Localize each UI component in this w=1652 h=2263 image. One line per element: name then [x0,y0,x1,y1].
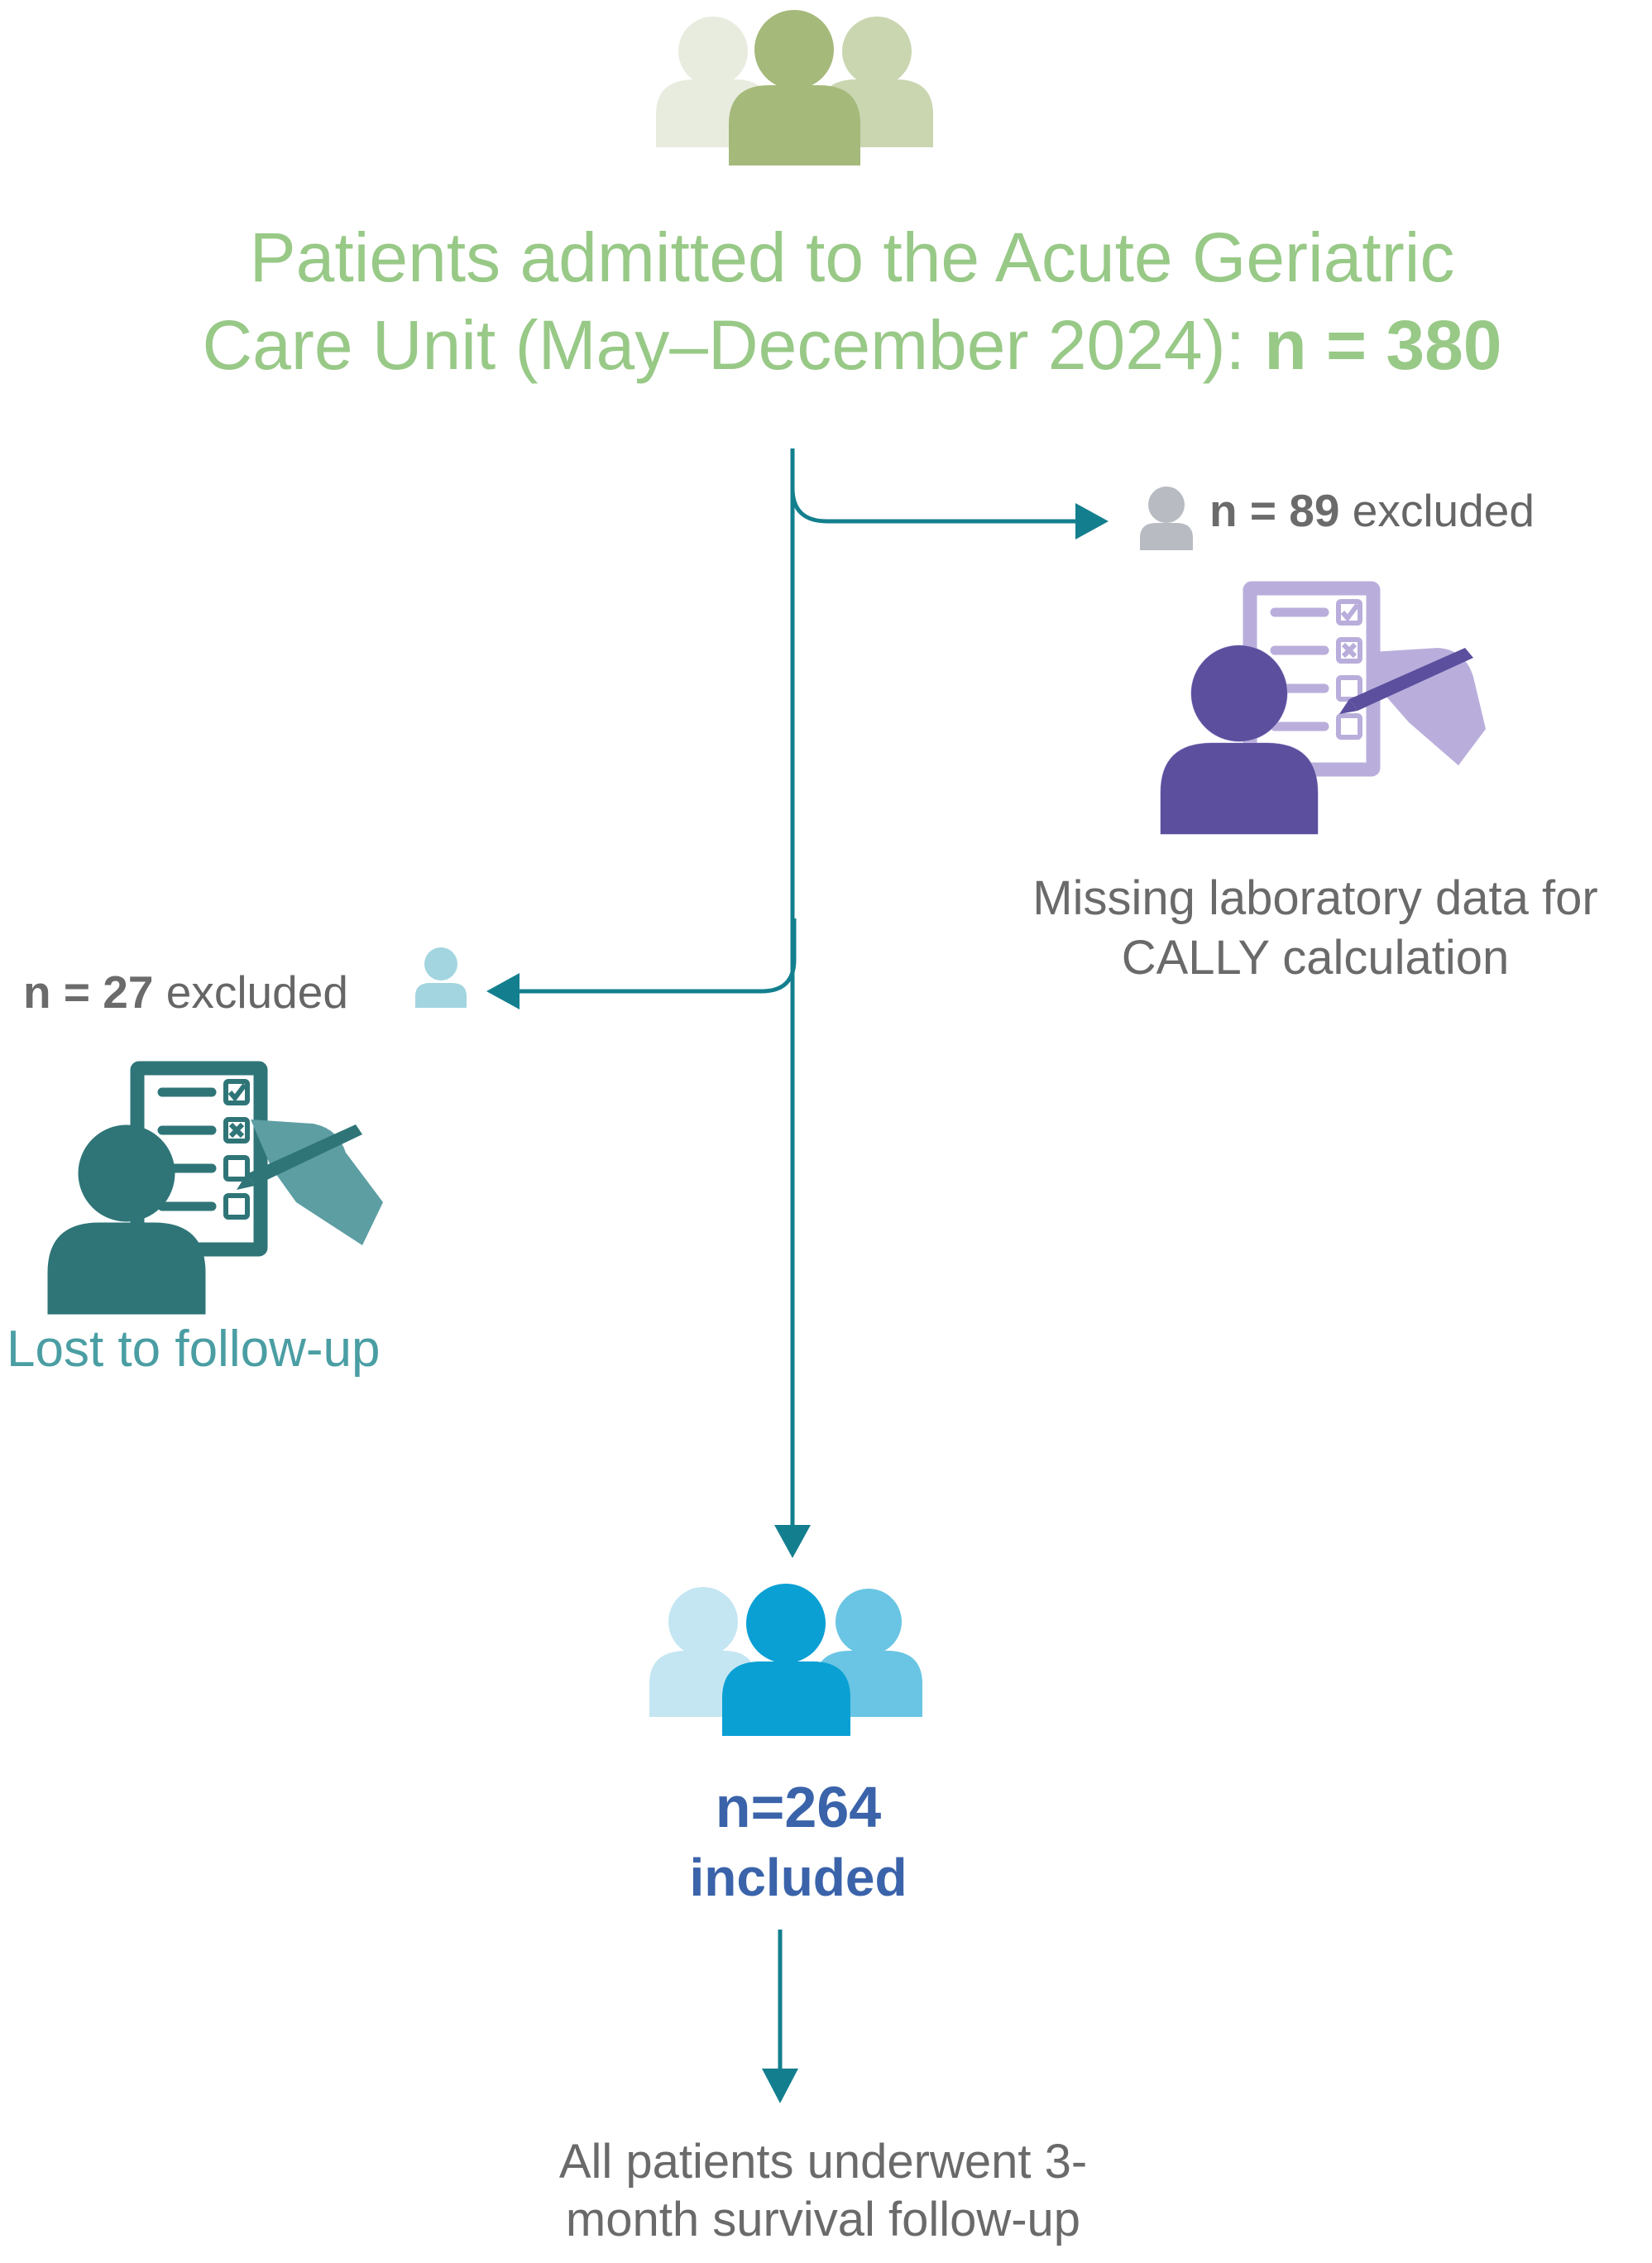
followup-line1: All patients underwent 3- [558,2135,1088,2189]
group-icon-top [656,10,933,165]
person-icon-lightblue [415,947,467,1008]
arrow-heads [486,503,1109,2103]
exclusion-right-suffix: excluded [1339,485,1535,536]
followup-text: All patients underwent 3-month survival … [463,2133,1183,2249]
followup-line2: month survival follow-up [565,2193,1081,2246]
arrow-head-down-main [774,1525,811,1558]
title-line2-prefix: Care Unit (May–December 2024): [202,306,1265,384]
arrow-head-down-followup [762,2069,798,2103]
exclusion-left-suffix: excluded [153,966,348,1018]
exclusion-right-count: n = 89 excluded [1209,484,1535,537]
branch-right-line [790,487,1075,524]
group-icon-bottom [649,1584,922,1736]
exclusion-left-reason: Lost to follow-up [7,1321,381,1378]
title-line1: Patients admitted to the Acute Geriatric [249,218,1455,296]
survey-person-icon-teal [48,1062,383,1314]
flow-arrows [511,448,1075,2077]
included-label: included [689,1848,907,1907]
included-summary: n=264 included [629,1771,968,1911]
person-icon-grey [1140,487,1193,550]
reason-line2: CALLY calculation [1121,931,1510,985]
exclusion-right-n: n = 89 [1209,485,1340,536]
included-count: n=264 [715,1775,882,1839]
survey-person-icon-purple [1161,582,1486,834]
arrow-head-left [486,973,520,1009]
title-count: n = 380 [1264,306,1502,384]
exclusion-left-count: n = 27 excluded [23,966,348,1019]
reason-line1: Missing laboratory data for [1032,871,1598,925]
branch-left-line [511,918,797,994]
arrow-head-right [1075,503,1109,539]
exclusion-left-n: n = 27 [23,966,154,1018]
page-title: Patients admitted to the Acute Geriatric… [83,213,1621,389]
